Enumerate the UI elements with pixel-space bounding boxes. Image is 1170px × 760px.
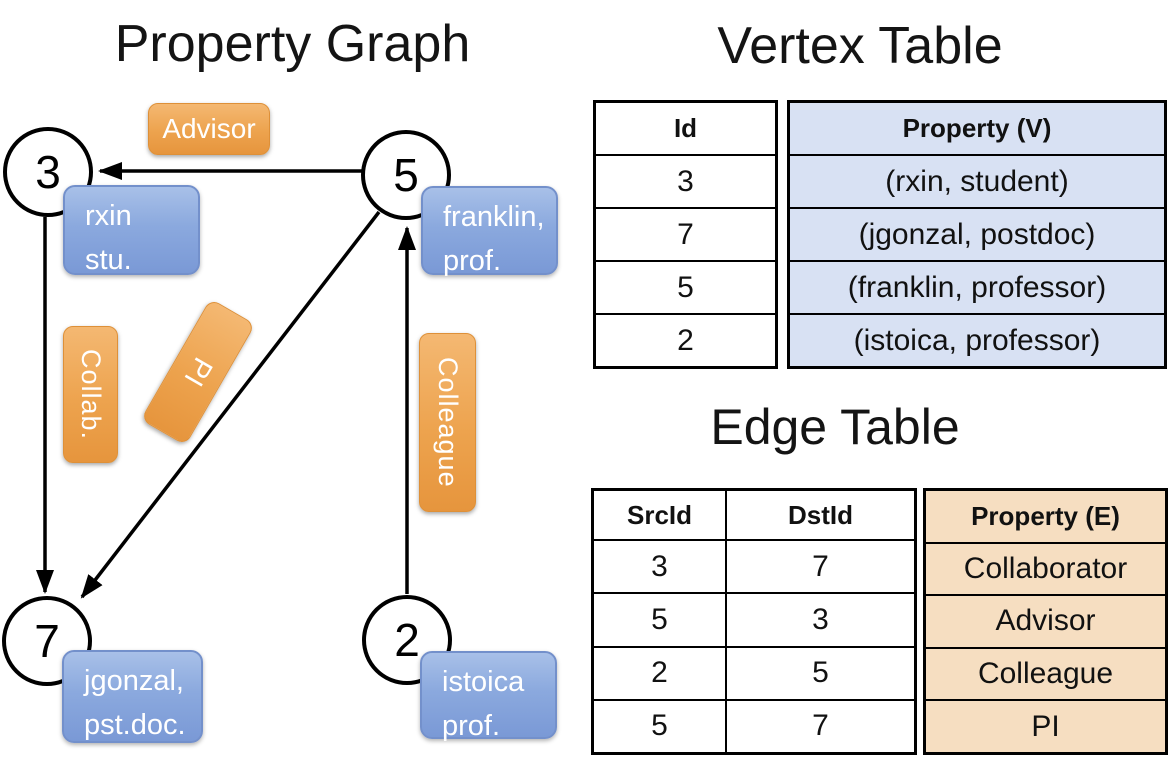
edge-table-header-property: Property (E) <box>971 500 1120 531</box>
vertex-prop-jgonzal: jgonzal, pst.doc. <box>62 650 203 743</box>
vertex-table-property-column: Property (V) (rxin, student) (jgonzal, p… <box>787 100 1167 369</box>
table-cell: (jgonzal, postdoc) <box>790 207 1164 260</box>
edge-label-text: Advisor <box>162 113 256 144</box>
table-cell: 5 <box>594 698 725 752</box>
table-cell: 5 <box>725 645 914 699</box>
edge-table-property-column: Property (E) Collaborator Advisor Collea… <box>923 488 1168 755</box>
edge-table-id-columns: SrcId DstId 3 7 5 3 2 5 5 7 <box>591 488 917 755</box>
table-cell: Collaborator <box>926 541 1165 595</box>
vertex-table-header-property: Property (V) <box>902 113 1052 143</box>
vertex-prop-line2: prof. <box>442 709 501 742</box>
edge-label-colleague: Colleague <box>419 333 476 512</box>
edge-label-text: Colleague <box>433 357 463 488</box>
vertex-id-label: 3 <box>35 146 61 198</box>
vertex-prop-line1: rxin <box>85 200 132 232</box>
table-cell: Advisor <box>926 594 1165 647</box>
table-cell: Colleague <box>926 646 1165 700</box>
edge-table-title: Edge Table <box>710 399 960 455</box>
edge-label-advisor: Advisor <box>148 103 270 155</box>
vertex-node-5: 5 <box>361 130 451 220</box>
vertex-id-label: 2 <box>394 614 420 666</box>
table-cell: 5 <box>594 592 725 645</box>
vertex-table-title: Vertex Table <box>717 17 1003 75</box>
edge-label-collab: Collab. <box>63 326 118 463</box>
edge-table-header-srcid: SrcId <box>626 499 693 530</box>
edge-table-header-dstid: DstId <box>725 491 914 540</box>
table-cell: 2 <box>596 313 775 366</box>
vertex-prop-line2: stu. <box>85 243 132 276</box>
table-cell: 3 <box>725 592 914 646</box>
vertex-prop-line1: istoica <box>442 666 525 698</box>
table-cell: 3 <box>596 154 775 207</box>
edge-label-text: PI <box>177 352 219 393</box>
vertex-prop-line1: jgonzal, <box>84 665 184 697</box>
vertex-node-2: 2 <box>362 595 452 685</box>
vertex-table-header-id: Id <box>673 113 698 143</box>
table-cell: (istoica, professor) <box>790 313 1164 366</box>
table-cell: 3 <box>594 539 725 592</box>
vertex-prop-franklin: franklin, prof. <box>421 186 558 277</box>
table-cell: PI <box>926 699 1165 752</box>
table-cell: 7 <box>596 207 775 260</box>
table-cell: 7 <box>725 698 914 752</box>
table-cell: (franklin, professor) <box>790 260 1164 313</box>
table-cell: 5 <box>596 260 775 313</box>
graph-edges-svg <box>36 162 416 599</box>
edge-line-5-to-7 <box>80 210 381 599</box>
vertex-prop-line2: prof. <box>443 244 502 277</box>
vertex-id-label: 5 <box>393 149 419 201</box>
vertex-table-id-column: Id 3 7 5 2 <box>593 100 778 369</box>
vertex-prop-line2: pst.doc. <box>84 708 186 741</box>
property-graph-title: Property Graph <box>114 15 471 73</box>
vertex-prop-line1: franklin, <box>443 201 545 233</box>
vertex-prop-rxin: rxin stu. <box>63 185 200 276</box>
edge-label-text: Collab. <box>76 348 106 441</box>
vertex-id-label: 7 <box>34 615 60 667</box>
table-cell: (rxin, student) <box>790 154 1164 207</box>
table-cell: 2 <box>594 645 725 699</box>
table-cell: 7 <box>725 539 914 593</box>
vertex-prop-istoica: istoica prof. <box>420 651 557 742</box>
